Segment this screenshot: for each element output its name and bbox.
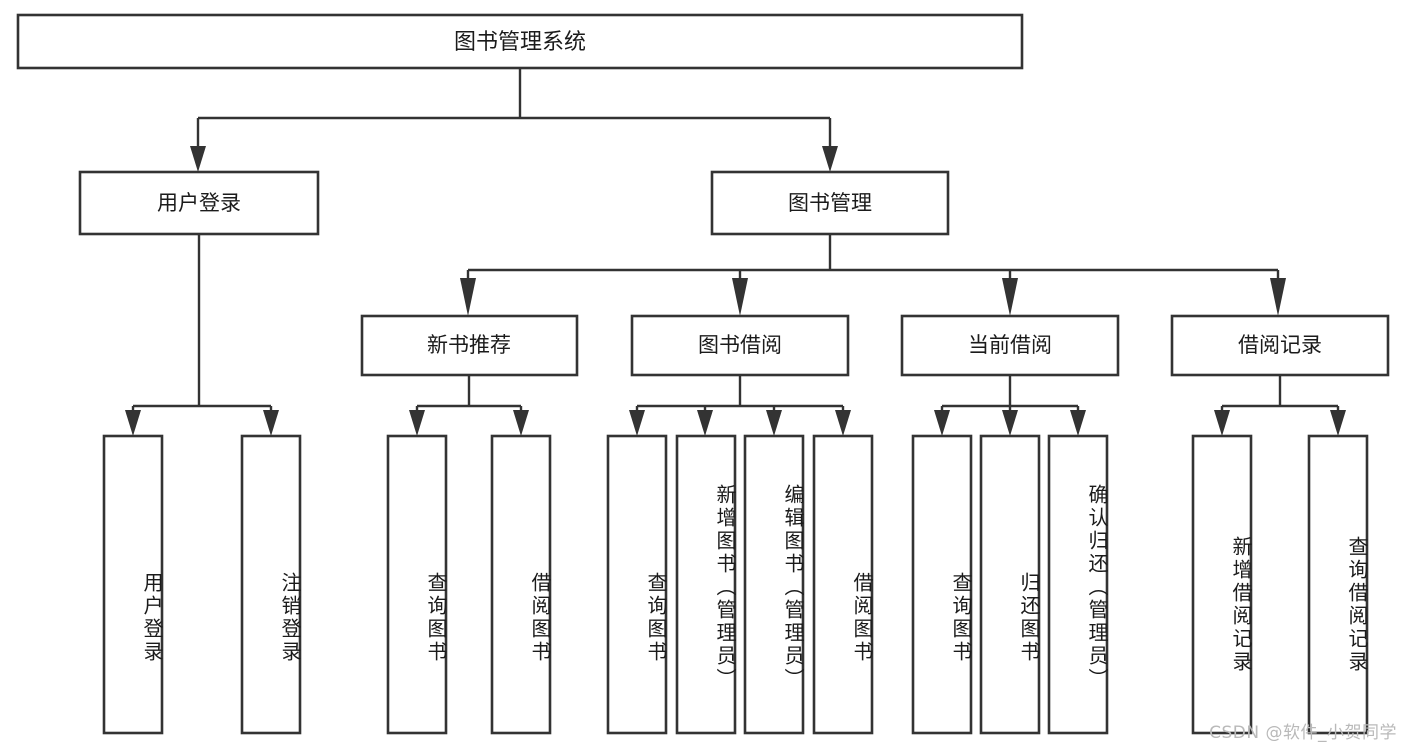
leaf-box-record-add-record[interactable] <box>1191 434 1253 735</box>
arrow-head-leaf-borrow-2 <box>697 410 713 436</box>
node-current-borrowing[interactable]: 当前借阅 <box>900 314 1120 377</box>
node-new-book-recommendation-box[interactable] <box>360 314 579 377</box>
leaf-box-user-login[interactable] <box>102 434 164 735</box>
leaf-boxes <box>102 434 1369 735</box>
arrow-head-current-borrow <box>1002 278 1018 316</box>
arrow-head-leaf-borrow-4 <box>835 410 851 436</box>
leaf-box-current-confirm-return-admin[interactable] <box>1047 434 1109 735</box>
arrow-head-leaf-current-1 <box>934 410 950 436</box>
node-root-box[interactable] <box>16 13 1024 70</box>
arrow-head-user-login <box>190 146 206 172</box>
arrow-head-leaf-current-2 <box>1002 410 1018 436</box>
csdn-watermark: CSDN @软件_小贺同学 <box>1209 723 1397 743</box>
arrow-head-leaf-record-2 <box>1330 410 1346 436</box>
arrow-head-book-borrow <box>732 278 748 316</box>
arrow-head-leaf-current-3 <box>1070 410 1086 436</box>
arrow-head-leaf-user-login <box>125 410 141 436</box>
leaf-box-borrow-edit-book-admin[interactable] <box>743 434 805 735</box>
leaf-box-newbook-query-books[interactable] <box>386 434 448 735</box>
arrow-head-leaf-borrow-1 <box>629 410 645 436</box>
node-root-book-management-system[interactable]: 图书管理系统 <box>16 13 1024 70</box>
node-book-borrowing-label: 图书借阅 <box>698 333 782 357</box>
arrow-head-leaf-newbook-2 <box>513 410 529 436</box>
leaf-box-borrow-add-book-admin[interactable] <box>675 434 737 735</box>
leaf-box-record-query-record[interactable] <box>1307 434 1369 735</box>
leaf-box-current-query-books[interactable] <box>911 434 973 735</box>
node-book-management[interactable]: 图书管理 <box>710 170 950 236</box>
arrow-head-borrow-record <box>1270 278 1286 316</box>
arrow-head-leaf-newbook-1 <box>409 410 425 436</box>
node-book-borrowing[interactable]: 图书借阅 <box>630 314 850 377</box>
arrow-head-leaf-borrow-3 <box>766 410 782 436</box>
node-borrowing-record[interactable]: 借阅记录 <box>1170 314 1390 377</box>
node-book-management-label: 图书管理 <box>788 191 872 215</box>
leaf-box-borrow-borrow-books[interactable] <box>812 434 874 735</box>
node-user-login[interactable]: 用户登录 <box>78 170 320 236</box>
node-new-book-recommendation[interactable]: 新书推荐 <box>360 314 579 377</box>
node-book-management-box[interactable] <box>710 170 950 236</box>
arrow-head-new-book-rec <box>460 278 476 316</box>
node-user-login-label: 用户登录 <box>157 191 241 215</box>
node-borrowing-record-box[interactable] <box>1170 314 1390 377</box>
node-user-login-box[interactable] <box>78 170 320 236</box>
arrow-head-book-mgmt <box>822 146 838 172</box>
node-root-label: 图书管理系统 <box>454 30 586 55</box>
leaf-box-logout[interactable] <box>240 434 302 735</box>
connector-layer <box>125 68 1346 436</box>
node-current-borrowing-label: 当前借阅 <box>968 333 1052 357</box>
node-new-book-recommendation-label: 新书推荐 <box>427 333 511 357</box>
node-current-borrowing-box[interactable] <box>900 314 1120 377</box>
node-borrowing-record-label: 借阅记录 <box>1238 333 1322 357</box>
leaf-box-borrow-query-books[interactable] <box>606 434 668 735</box>
leaf-box-newbook-borrow-books[interactable] <box>490 434 552 735</box>
leaf-box-current-return-books[interactable] <box>979 434 1041 735</box>
arrow-head-leaf-logout <box>263 410 279 436</box>
arrow-head-leaf-record-1 <box>1214 410 1230 436</box>
node-book-borrowing-box[interactable] <box>630 314 850 377</box>
